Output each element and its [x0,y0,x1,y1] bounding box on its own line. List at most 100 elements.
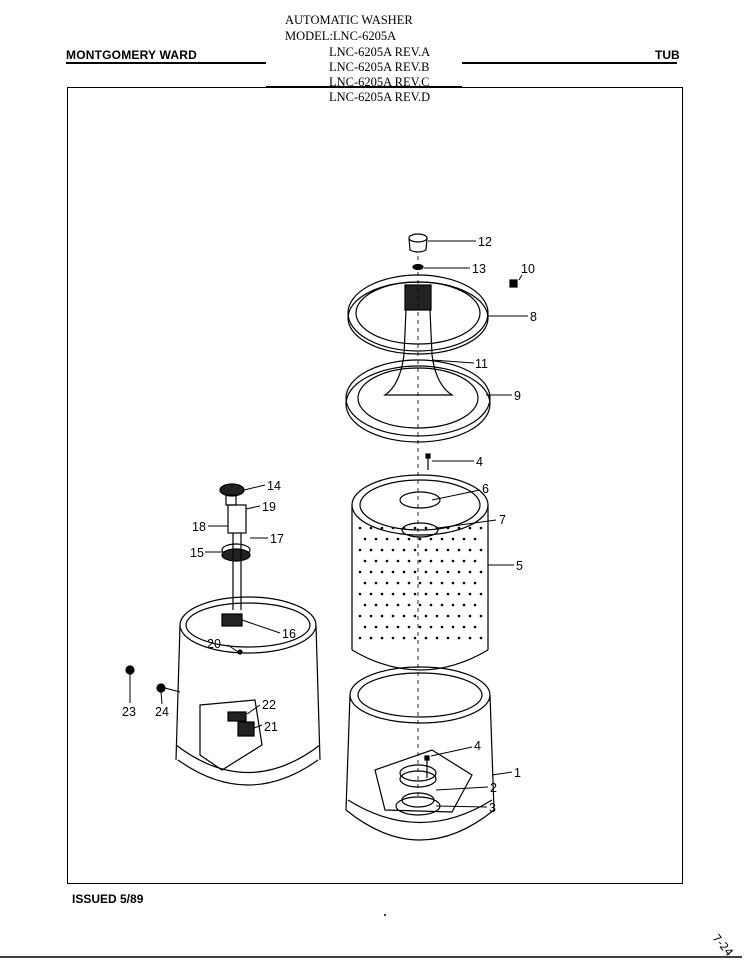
basket-hole [391,570,395,574]
part-24-nut [156,683,166,693]
basket-hole [363,537,367,541]
basket-hole [479,636,483,640]
basket-hole [374,603,378,607]
basket-hole [369,592,373,596]
basket-hole [418,559,422,563]
callout-7: 7 [499,513,506,527]
basket-hole [479,526,483,530]
basket-hole [413,592,417,596]
basket-hole [462,625,466,629]
callout-17: 17 [270,532,284,546]
basket-hole [418,603,422,607]
basket-hole [440,537,444,541]
basket-hole [446,526,450,530]
basket-hole [457,614,461,618]
callout-13: 13 [472,262,486,276]
basket-hole [358,526,362,530]
part-19-valve [227,504,247,534]
basket-hole [369,548,373,552]
basket-hole [413,548,417,552]
basket-hole [440,581,444,585]
basket-hole [407,537,411,541]
model-line-4: LNC-6205A REV.D [329,90,431,104]
basket-hole [479,614,483,618]
basket-hole [407,559,411,563]
callout-6: 6 [482,482,489,496]
basket-hole [451,581,455,585]
basket-hole [457,570,461,574]
basket-hole [462,581,466,585]
callout-3: 3 [489,801,496,815]
basket-hole [396,625,400,629]
basket-hole [451,603,455,607]
basket-hole [413,636,417,640]
basket-hole [473,537,477,541]
basket-hole [385,603,389,607]
basket-hole [413,570,417,574]
basket-hole [391,614,395,618]
basket-hole [402,548,406,552]
part-22-switch [227,711,247,722]
callout-8: 8 [530,310,537,324]
callout-21: 21 [264,720,278,734]
basket-hole [363,559,367,563]
corner-mark: 7-24 [710,932,736,959]
callout-10: 10 [521,262,535,276]
basket-hole [429,581,433,585]
brand-name: MONTGOMERY WARD [66,48,197,62]
basket-hole [479,592,483,596]
basket-hole [429,625,433,629]
basket-hole [385,625,389,629]
basket-hole [374,559,378,563]
basket-hole [380,570,384,574]
basket-hole [446,592,450,596]
part-4-screw-lower [424,755,430,778]
basket-hole [418,625,422,629]
model-line-3: LNC-6205A REV.C [329,75,430,89]
basket-hole [424,570,428,574]
basket-hole [446,614,450,618]
basket-hole [407,603,411,607]
basket-hole [446,548,450,552]
callout-20: 20 [207,637,221,651]
basket-hole [402,636,406,640]
part-15-clamp [221,543,251,562]
basket-hole [358,636,362,640]
callout-4-upper: 4 [476,455,483,469]
basket-hole [429,559,433,563]
basket-hole [369,636,373,640]
basket-hole [358,614,362,618]
basket-hole [380,526,384,530]
basket-hole [457,548,461,552]
basket-hole [468,614,472,618]
model-line-2: LNC-6205A REV.B [329,60,430,74]
basket-hole [418,537,422,541]
basket-hole [429,603,433,607]
basket-hole [385,581,389,585]
basket-hole [407,625,411,629]
basket-hole [479,548,483,552]
basket-hole [358,548,362,552]
basket-hole [374,625,378,629]
part-14-knob [219,483,245,506]
basket-hole [446,636,450,640]
basket-hole [358,570,362,574]
basket-hole [435,548,439,552]
basket-hole [380,614,384,618]
basket-hole [363,581,367,585]
basket-hole [429,537,433,541]
basket-hole [457,636,461,640]
basket-hole [462,603,466,607]
callout-22: 22 [262,698,276,712]
part-10-clip [509,279,518,288]
basket-hole [396,603,400,607]
product-title: AUTOMATIC WASHER [285,13,413,27]
model-line-1: LNC-6205A REV.A [329,45,431,59]
basket-hole [402,614,406,618]
basket-hole [457,526,461,530]
basket-hole [479,570,483,574]
basket-hole [468,592,472,596]
basket-hole [424,614,428,618]
basket-hole [424,636,428,640]
callout-12: 12 [478,235,492,249]
